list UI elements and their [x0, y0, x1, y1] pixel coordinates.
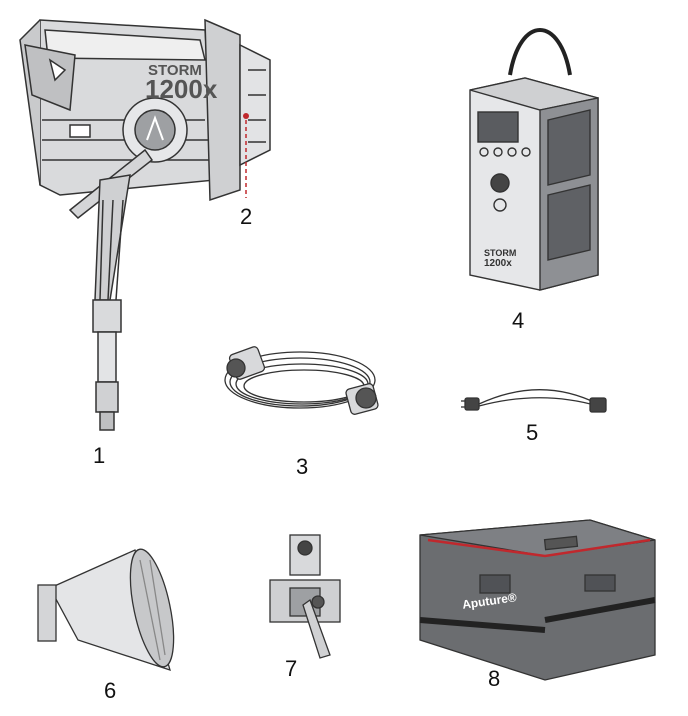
storm-light-head — [19, 18, 271, 431]
item-number-6: 6 — [104, 678, 117, 703]
control-box — [469, 28, 599, 291]
item-number-8: 8 — [488, 666, 501, 691]
yoke-clamp — [269, 534, 341, 659]
control-box-model-number: 1200x — [484, 258, 512, 269]
carrying-case — [419, 519, 656, 681]
item-number-1: 1 — [93, 443, 106, 468]
power-cable — [461, 389, 607, 413]
item-number-2: 2 — [240, 204, 253, 229]
item-number-7: 7 — [285, 656, 298, 681]
light-head-model-label: STORM — [148, 62, 202, 79]
fresnel-mount-pointer — [243, 113, 249, 198]
item-number-5: 5 — [526, 420, 539, 445]
control-box-model-label: STORM — [484, 248, 517, 258]
head-cable — [224, 346, 379, 415]
reflector — [37, 548, 175, 671]
item-number-4: 4 — [512, 308, 525, 333]
light-head-model-number: 1200x — [145, 74, 218, 104]
item-number-3: 3 — [296, 454, 309, 479]
